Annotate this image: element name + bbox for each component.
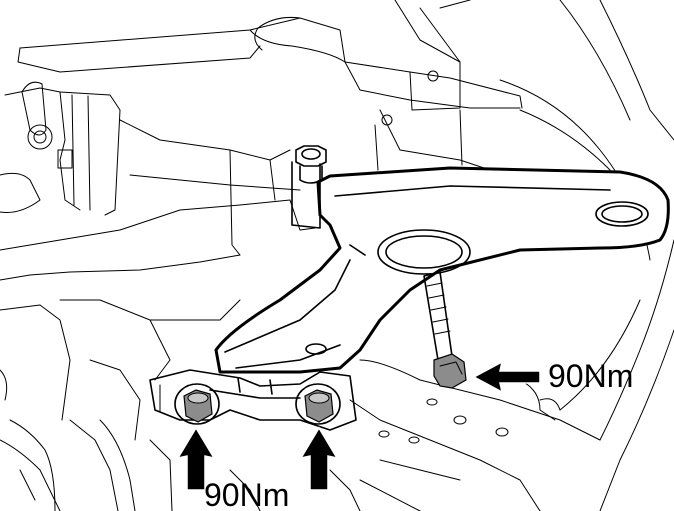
arrow-right-bolt <box>472 360 541 394</box>
bolt-right <box>423 271 467 389</box>
arrow-bottom-left-bolt <box>176 426 216 491</box>
torque-label-bottom: 90Nm <box>204 477 289 511</box>
torque-label-right: 90Nm <box>548 358 633 394</box>
mount-post <box>291 145 327 229</box>
bolt-bottom-right <box>295 383 341 425</box>
arrow-bottom-right-bolt <box>299 426 339 491</box>
mounting-bracket <box>214 166 670 374</box>
bolt-bottom-left <box>174 383 220 425</box>
